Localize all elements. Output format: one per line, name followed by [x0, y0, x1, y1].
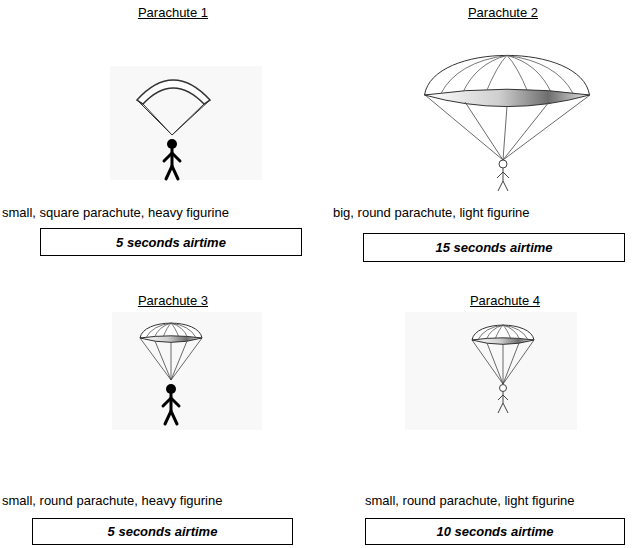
airtime-text: 5 seconds airtime	[116, 235, 226, 250]
image-ground	[405, 312, 577, 430]
light-figurine	[497, 160, 509, 191]
square-canopy	[137, 80, 210, 135]
figure-title: Parachute 2	[468, 5, 538, 21]
figure-description: small, round parachute, light figurine	[365, 493, 575, 509]
airtime-box: 5 seconds airtime	[40, 228, 302, 256]
heavy-figurine	[163, 384, 179, 424]
figure-title: Parachute 1	[138, 5, 208, 21]
round-canopy	[140, 323, 202, 380]
figure-title: Parachute 3	[138, 293, 208, 309]
heavy-figurine	[164, 139, 180, 179]
figure-description: big, round parachute, light figurine	[333, 205, 530, 221]
figure-description: small, round parachute, heavy figurine	[2, 493, 222, 509]
figure-description: small, square parachute, heavy figurine	[2, 205, 229, 221]
airtime-box: 10 seconds airtime	[365, 518, 625, 545]
airtime-box: 15 seconds airtime	[363, 233, 625, 262]
round-canopy	[472, 325, 534, 384]
airtime-text: 5 seconds airtime	[108, 524, 218, 539]
figure-title: Parachute 4	[470, 293, 540, 309]
airtime-box: 5 seconds airtime	[32, 518, 293, 545]
airtime-text: 10 seconds airtime	[436, 524, 553, 539]
image-ground	[110, 66, 262, 180]
airtime-text: 15 seconds airtime	[435, 240, 552, 255]
light-figurine	[498, 385, 508, 414]
image-ground	[112, 312, 262, 430]
round-canopy	[425, 55, 591, 160]
